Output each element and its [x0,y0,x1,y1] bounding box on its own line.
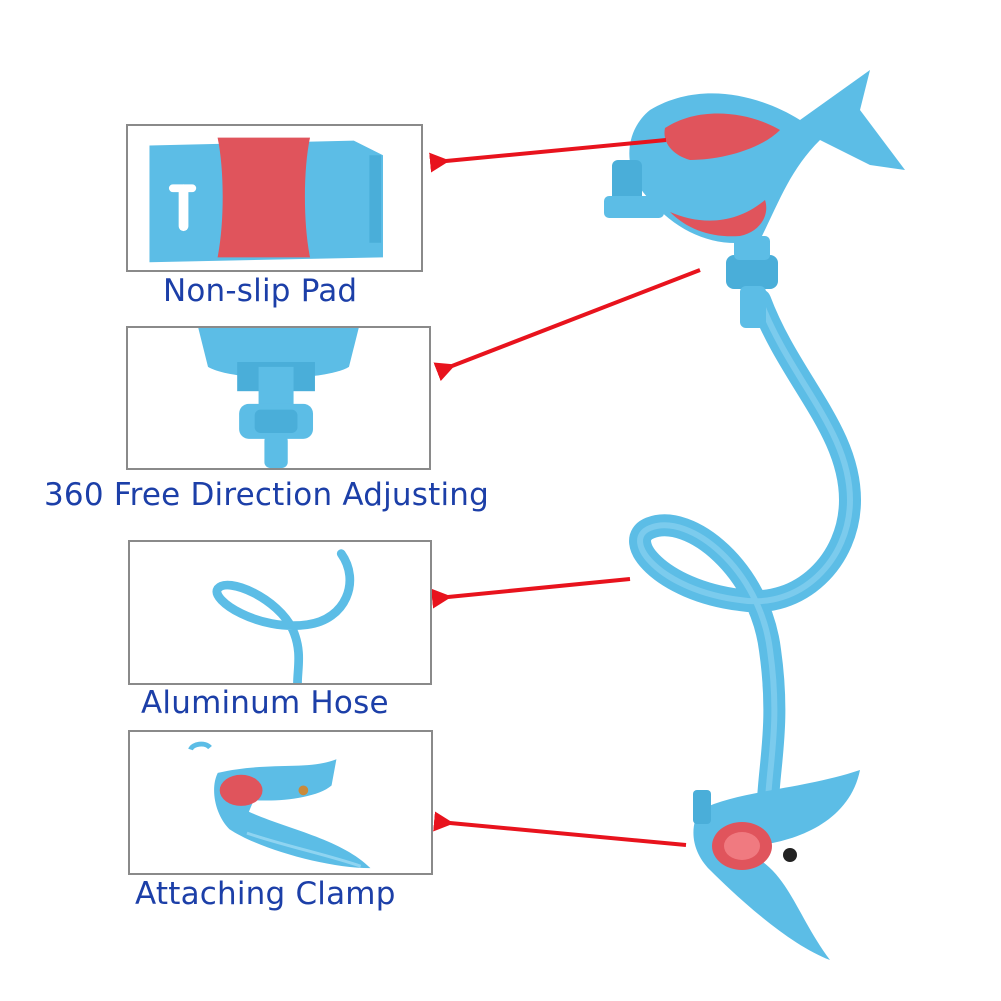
attaching-clamp-graphic [693,770,860,960]
aluminum-hose-panel [128,540,432,685]
direction-adjusting-label: 360 Free Direction Adjusting [44,477,490,513]
arrow-to-aluminum-hose [431,577,631,609]
attaching-clamp-detail-image [188,741,371,869]
swivel-joint-detail-image [198,328,359,468]
direction-adjusting-panel [126,326,431,470]
non-slip-pad-detail-image [149,137,383,263]
arrow-to-non-slip-pad [429,138,667,173]
aluminum-hose-label: Aluminum Hose [141,685,389,721]
attaching-clamp-panel [128,730,433,875]
hose-loop-detail-image [212,549,355,683]
phone-clamp-graphic [604,70,905,244]
attaching-clamp-label: Attaching Clamp [135,876,396,912]
non-slip-pad-panel [126,124,423,272]
arrow-to-attaching-clamp [433,811,687,847]
aluminum-hose-graphic [629,289,862,811]
non-slip-pad-label: Non-slip Pad [163,273,358,309]
callout-arrows [429,138,701,847]
arrow-to-direction-adjusting [433,268,701,382]
